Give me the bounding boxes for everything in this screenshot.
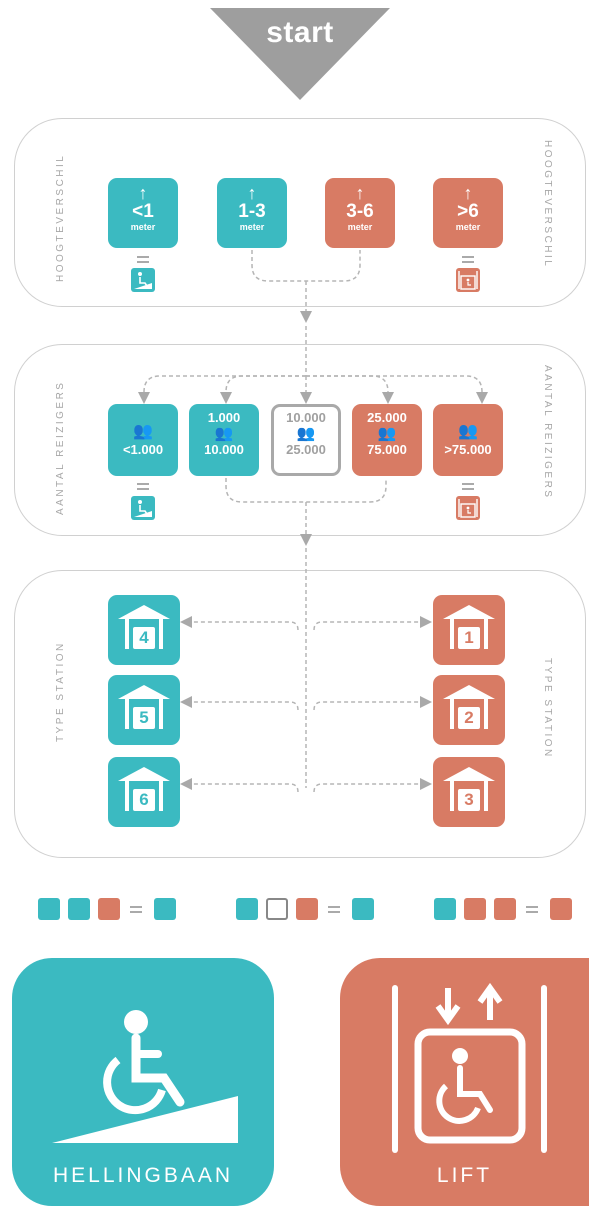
travelers-from: 1.000 xyxy=(207,410,241,425)
arrow-up-icon: ↑ xyxy=(355,183,365,203)
station-type-6[interactable]: 6 xyxy=(108,757,180,827)
outcome-lift-card[interactable]: LIFT xyxy=(340,958,589,1206)
wheelchair-lift-icon xyxy=(392,982,547,1153)
ramp-icon xyxy=(131,496,155,520)
height-value: 1-3 xyxy=(238,201,266,222)
station-type-3[interactable]: 3 xyxy=(433,757,505,827)
equals-sign xyxy=(328,906,340,913)
ramp-icon xyxy=(131,268,155,292)
station-type-5[interactable]: 5 xyxy=(108,675,180,745)
travelers-value: >75.000 xyxy=(444,442,492,457)
legend-swatch-teal xyxy=(38,898,60,920)
height-tile-1-3[interactable]: ↑ 1-3 meter xyxy=(217,178,287,248)
height-unit: meter xyxy=(239,222,265,232)
equals-sign xyxy=(462,483,474,490)
equals-sign xyxy=(130,906,142,913)
legend-swatch-teal xyxy=(68,898,90,920)
lift-icon xyxy=(456,268,480,292)
travelers-tile-lt1000[interactable]: 👥 <1.000 xyxy=(108,404,178,476)
legend-result-teal xyxy=(154,898,176,920)
people-icon: 👥 xyxy=(214,425,234,442)
lift-icon xyxy=(456,496,480,520)
travelers-from: 25.000 xyxy=(367,410,407,425)
station-house-icon xyxy=(118,767,170,811)
travelers-value: <1.000 xyxy=(122,442,164,457)
travelers-to: 10.000 xyxy=(204,442,244,457)
height-unit: meter xyxy=(455,222,481,232)
travelers-from: 10.000 xyxy=(286,410,326,425)
equals-sign xyxy=(137,483,149,490)
station-number: 2 xyxy=(464,708,474,727)
outcome-lift-label: LIFT xyxy=(436,1164,493,1187)
station-type-4[interactable]: 4 xyxy=(108,595,180,665)
station-number: 1 xyxy=(464,628,474,647)
wheelchair-ramp-icon xyxy=(52,1010,238,1143)
legend-swatch-rust xyxy=(98,898,120,920)
height-value: <1 xyxy=(132,201,154,222)
equals-sign xyxy=(137,256,149,263)
travelers-tile-10000-25000[interactable]: 10.000 👥 25.000 xyxy=(271,404,341,476)
equals-sign xyxy=(462,256,474,263)
height-unit: meter xyxy=(347,222,373,232)
travelers-tile-gt75000[interactable]: 👥 >75.000 xyxy=(433,404,503,476)
legend-swatch-teal xyxy=(236,898,258,920)
station-number: 5 xyxy=(139,708,149,727)
station-house-icon xyxy=(118,605,170,649)
station-number: 6 xyxy=(139,790,149,809)
legend-swatch-outline xyxy=(266,898,288,920)
legend-swatch-teal xyxy=(434,898,456,920)
travelers-to: 25.000 xyxy=(286,442,326,457)
arrow-up-icon: ↑ xyxy=(138,183,148,203)
station-type-1[interactable]: 1 xyxy=(433,595,505,665)
travelers-tile-1000-10000[interactable]: 1.000 👥 10.000 xyxy=(189,404,259,476)
station-house-icon xyxy=(118,685,170,729)
travelers-tile-25000-75000[interactable]: 25.000 👥 75.000 xyxy=(352,404,422,476)
arrow-up-icon: ↑ xyxy=(247,183,257,203)
station-house-icon xyxy=(443,605,495,649)
station-house-icon xyxy=(443,767,495,811)
legend-result-teal xyxy=(352,898,374,920)
height-unit: meter xyxy=(130,222,156,232)
people-icon: 👥 xyxy=(377,425,397,442)
flow-connectors xyxy=(138,250,488,793)
legend-swatch-rust xyxy=(464,898,486,920)
travelers-to: 75.000 xyxy=(367,442,407,457)
station-type-2[interactable]: 2 xyxy=(433,675,505,745)
height-tile-gt6[interactable]: ↑ >6 meter xyxy=(433,178,503,248)
height-value: 3-6 xyxy=(346,201,374,222)
arrow-up-icon: ↑ xyxy=(463,183,473,203)
people-icon: 👥 xyxy=(133,423,153,440)
legend-result-rust xyxy=(550,898,572,920)
people-icon: 👥 xyxy=(296,425,316,442)
station-number: 4 xyxy=(139,628,149,647)
start-label: start xyxy=(266,16,334,49)
height-tile-3-6[interactable]: ↑ 3-6 meter xyxy=(325,178,395,248)
people-icon: 👥 xyxy=(458,423,478,440)
legend-swatch-rust xyxy=(296,898,318,920)
equals-sign xyxy=(526,906,538,913)
outcome-ramp-label: HELLINGBAAN xyxy=(52,1164,234,1187)
start-triangle xyxy=(210,8,390,100)
station-number: 3 xyxy=(464,790,474,809)
height-value: >6 xyxy=(457,201,479,222)
legend-swatch-rust xyxy=(494,898,516,920)
outcome-ramp-card[interactable]: HELLINGBAAN xyxy=(12,958,274,1206)
height-tile-lt1[interactable]: ↑ <1 meter xyxy=(108,178,178,248)
station-house-icon xyxy=(443,685,495,729)
